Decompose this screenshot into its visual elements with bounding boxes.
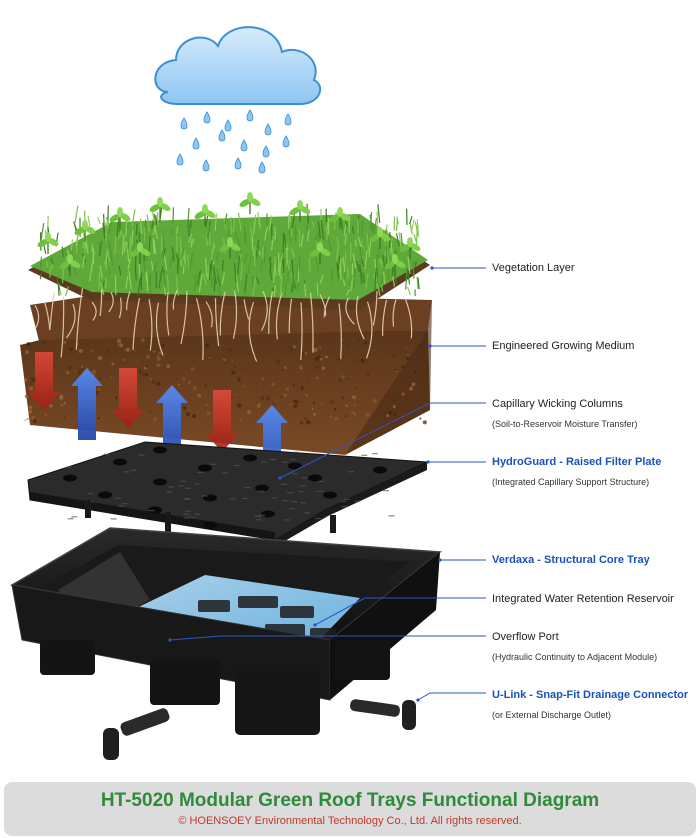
raindrop-icon	[265, 124, 271, 135]
plant-icon	[238, 192, 261, 214]
label-u-link-connector: U-Link - Snap-Fit Drainage Connector	[492, 689, 688, 701]
raindrop-icon	[225, 120, 231, 131]
plant-icon	[148, 197, 171, 219]
sublabel-capillary-wicking-columns: (Soil-to-Reservoir Moisture Transfer)	[492, 419, 638, 429]
sublabel-overflow-port: (Hydraulic Continuity to Adjacent Module…	[492, 652, 657, 662]
footer-banner: HT-5020 Modular Green Roof Trays Functio…	[4, 782, 696, 836]
label-engineered-growing-medium: Engineered Growing Medium	[492, 340, 634, 352]
raindrop-icon	[263, 146, 269, 157]
raindrop-icon	[283, 136, 289, 147]
raindrop-icon	[247, 110, 253, 121]
copyright-notice: © HOENSOEY Environmental Technology Co.,…	[4, 815, 696, 827]
diagram-title: HT-5020 Modular Green Roof Trays Functio…	[4, 790, 696, 812]
raindrop-icon	[259, 162, 265, 173]
plant-icon	[36, 232, 59, 254]
raindrop-icon	[193, 138, 199, 149]
rain-cloud-icon	[155, 27, 320, 104]
raindrop-icon	[285, 114, 291, 125]
raindrop-icon	[203, 160, 209, 171]
raindrop-icon	[219, 130, 225, 141]
diagram-illustration	[0, 0, 700, 780]
label-hydroguard-filter-plate: HydroGuard - Raised Filter Plate	[492, 456, 661, 468]
verdaxa-core-tray	[12, 528, 440, 760]
raindrop-icon	[241, 140, 247, 151]
raindrop-icon	[177, 154, 183, 165]
green-roof-diagram: Vegetation Layer Engineered Growing Medi…	[0, 0, 700, 780]
raindrops	[177, 110, 291, 173]
label-water-retention-reservoir: Integrated Water Retention Reservoir	[492, 593, 674, 605]
sublabel-u-link-connector: (or External Discharge Outlet)	[492, 710, 611, 720]
label-overflow-port: Overflow Port	[492, 631, 559, 643]
label-verdaxa-core-tray: Verdaxa - Structural Core Tray	[492, 554, 650, 566]
sublabel-hydroguard-filter-plate: (Integrated Capillary Support Structure)	[492, 477, 649, 487]
raindrop-icon	[204, 112, 210, 123]
raindrop-icon	[235, 158, 241, 169]
label-vegetation-layer: Vegetation Layer	[492, 262, 575, 274]
raindrop-icon	[181, 118, 187, 129]
label-capillary-wicking-columns: Capillary Wicking Columns	[492, 398, 623, 410]
